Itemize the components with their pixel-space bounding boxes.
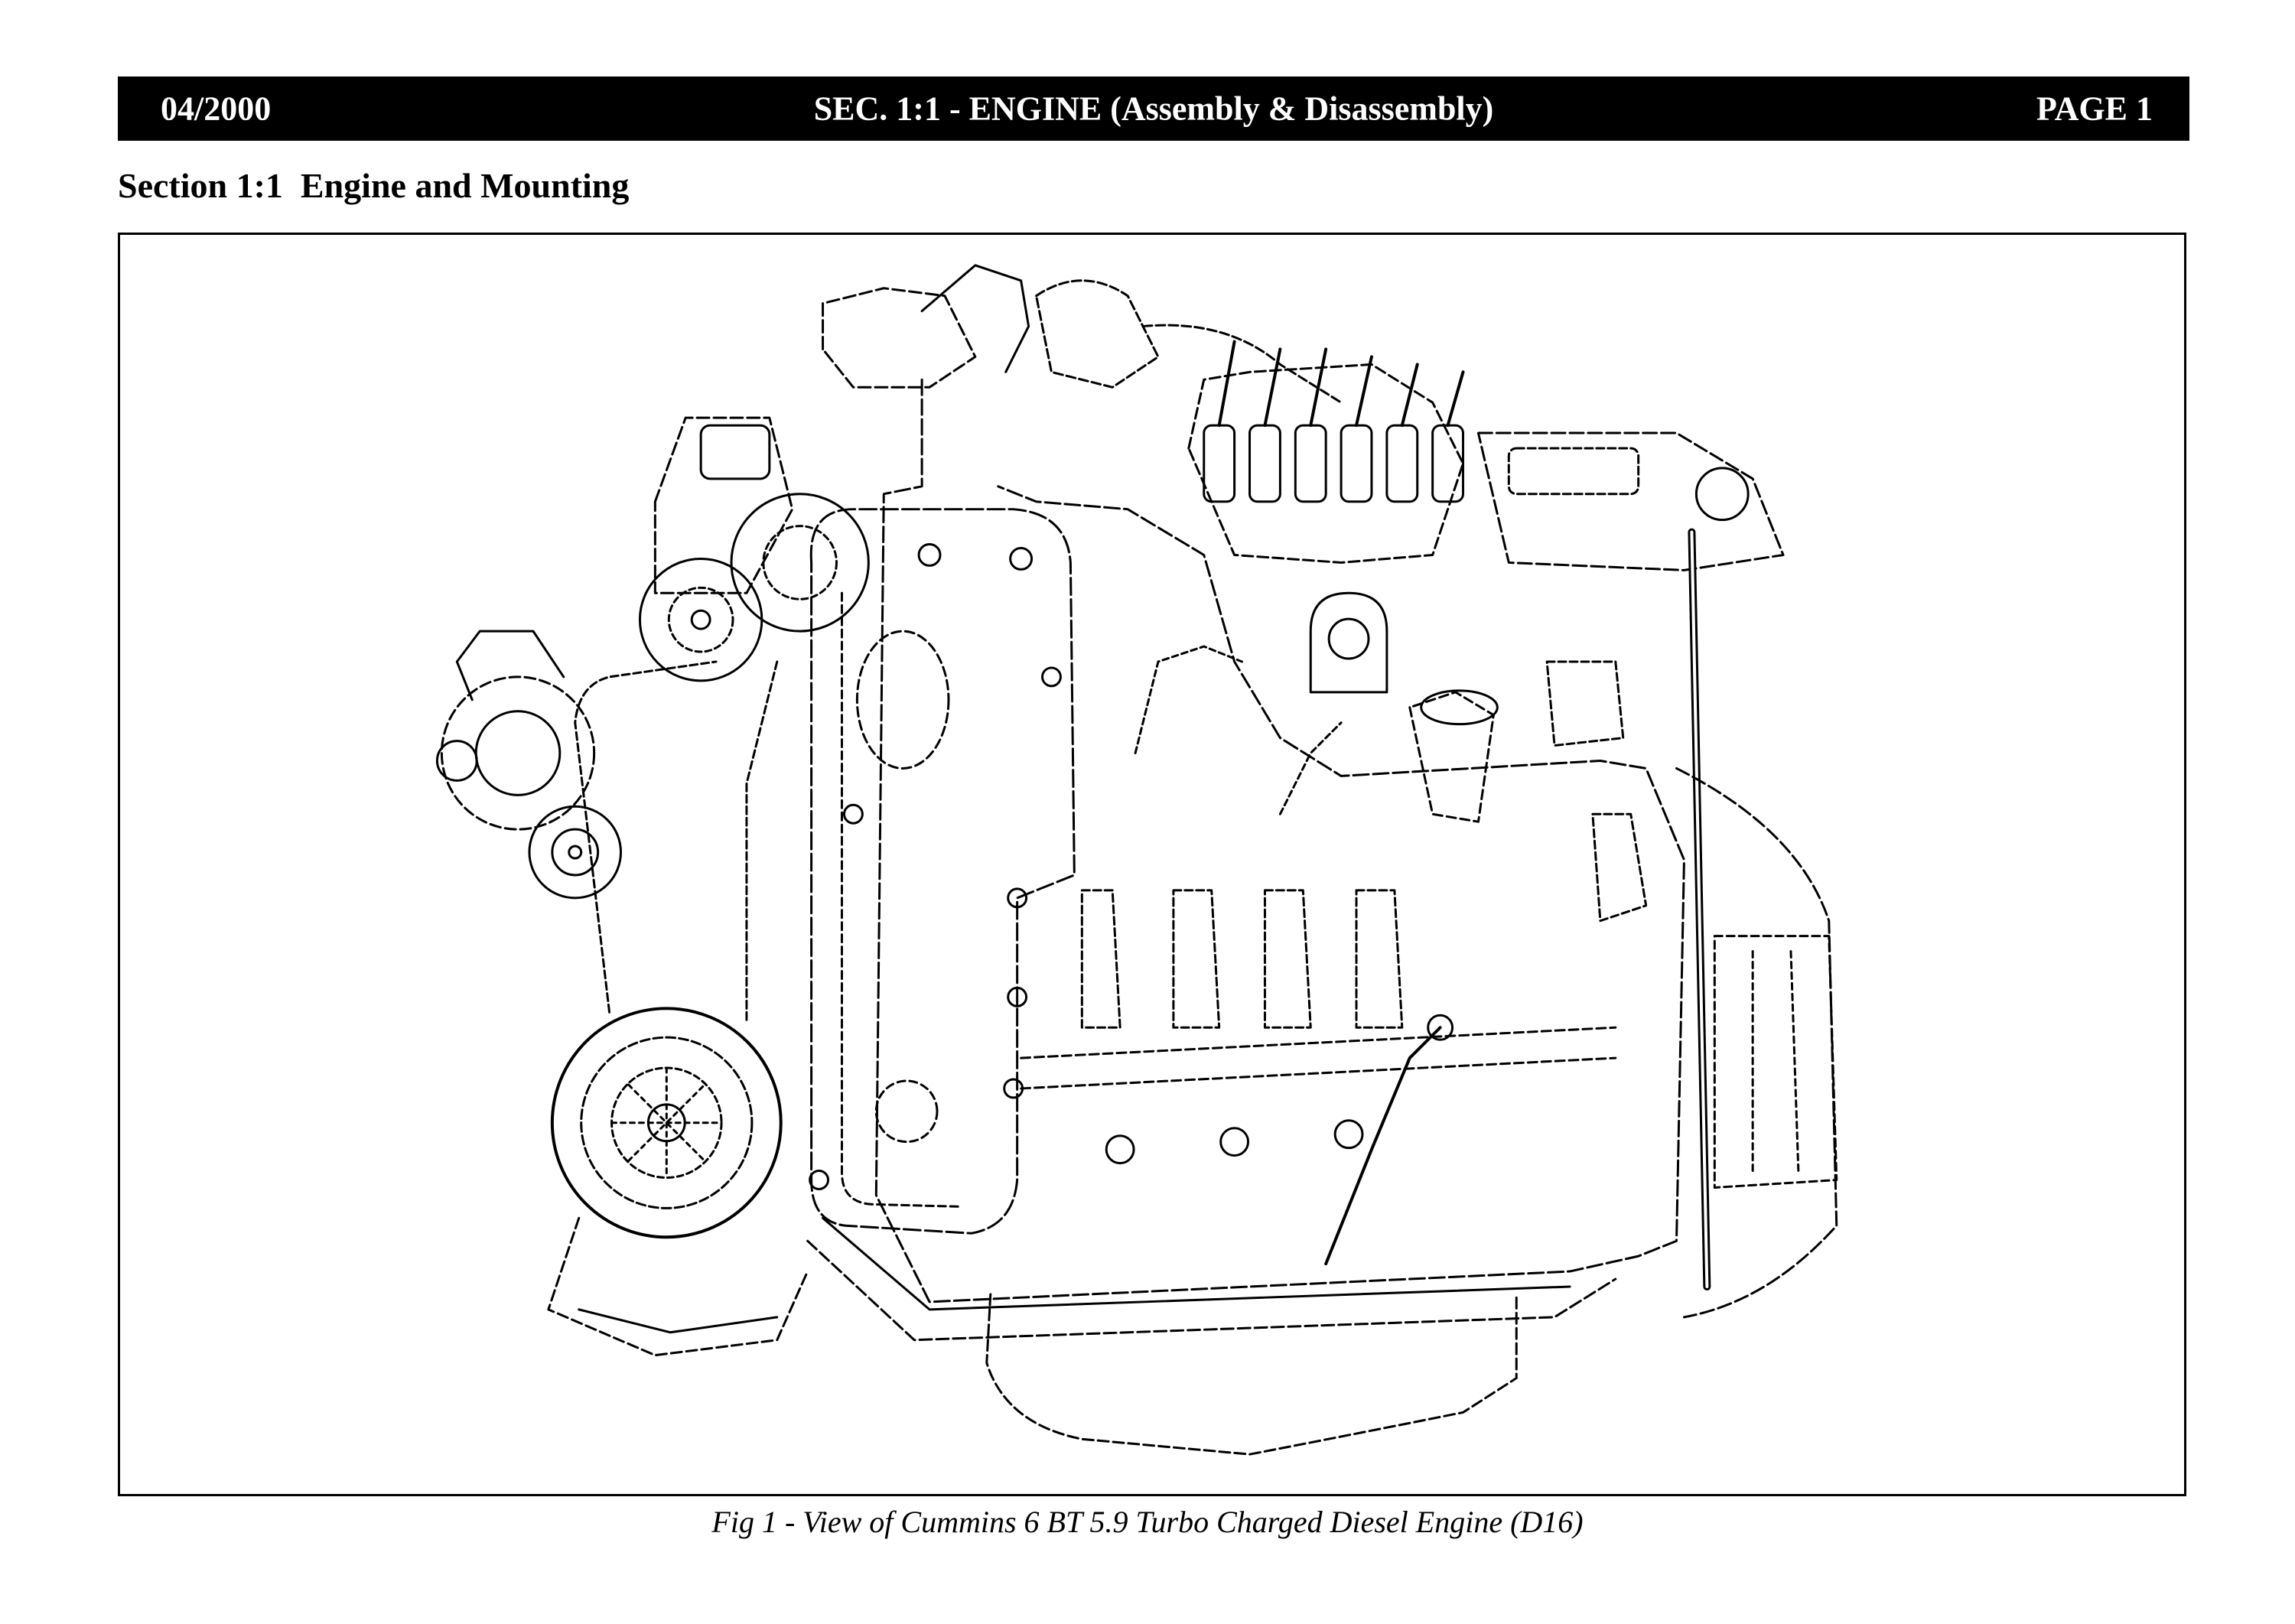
engine-line-drawing <box>435 264 1838 1456</box>
header-date: 04/2000 <box>161 89 272 128</box>
figure-caption: Fig 1 - View of Cummins 6 BT 5.9 Turbo C… <box>711 1505 1584 1539</box>
header-page-number: PAGE 1 <box>2036 89 2153 128</box>
header-section-title: SEC. 1:1 - ENGINE (Assembly & Disassembl… <box>813 89 1494 128</box>
page-header-bar: 04/2000 SEC. 1:1 - ENGINE (Assembly & Di… <box>118 76 2189 141</box>
figure-frame <box>118 233 2186 1496</box>
section-heading: Section 1:1 Engine and Mounting <box>118 166 630 205</box>
